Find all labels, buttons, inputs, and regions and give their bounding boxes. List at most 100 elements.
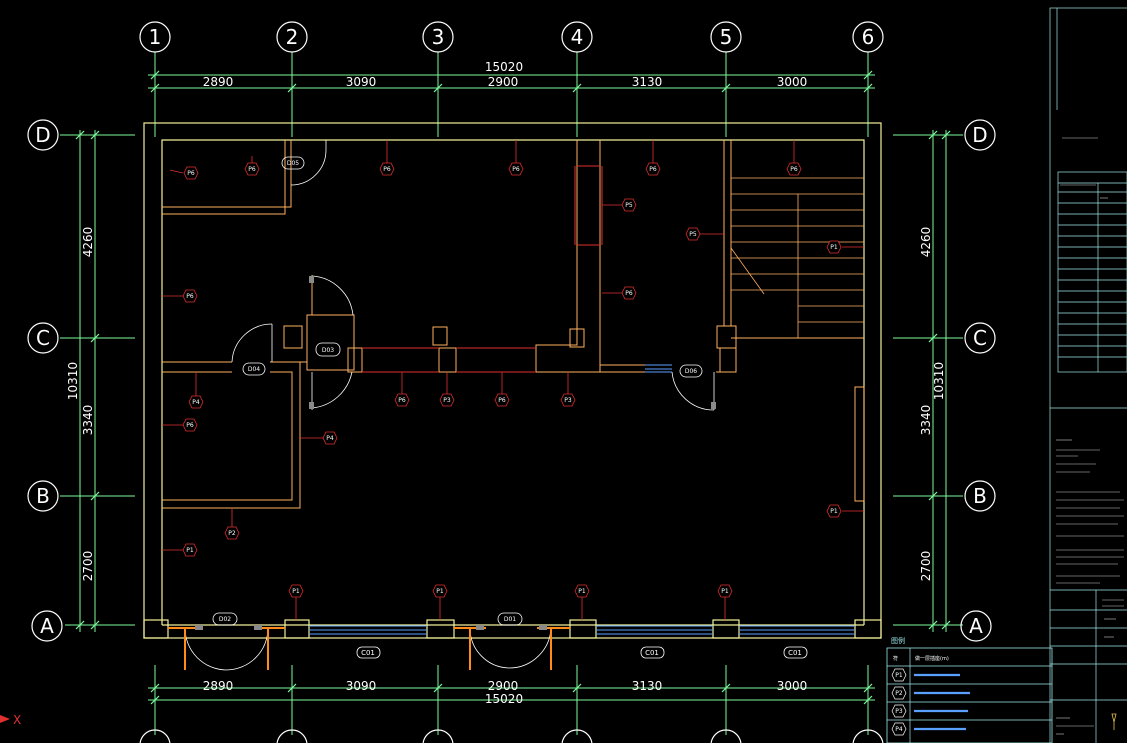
axis-bubbles-bottom	[139, 729, 884, 743]
axis-label-col-1: 1	[149, 25, 162, 49]
power-tag-label: P1	[292, 588, 300, 595]
power-tag: P2	[224, 526, 240, 540]
power-tag-label: P1	[830, 244, 838, 251]
dim-top-3: 2900	[488, 75, 519, 89]
power-tag-label: P6	[649, 166, 657, 173]
power-tag: P6	[182, 289, 198, 303]
power-tag-label: P6	[512, 166, 520, 173]
dim-left-1: 4260	[81, 227, 95, 258]
power-tag: P6	[621, 286, 637, 300]
axis-label-col-4: 4	[571, 25, 584, 49]
ucs-axis-indicator: X	[0, 713, 21, 727]
door-label-d03: D03	[322, 347, 334, 354]
axis-bubbles-right: D C B A	[960, 119, 996, 642]
power-tag: P3	[439, 393, 455, 407]
window-lines	[309, 364, 855, 635]
tag-leaders	[162, 140, 864, 620]
door-label-d01: D01	[504, 616, 516, 623]
power-tag-label: P6	[187, 170, 195, 177]
power-tag: P1	[432, 584, 448, 598]
power-tag-label: P1	[436, 588, 444, 595]
axis-label-col-3: 3	[432, 25, 445, 49]
legend-title: 图例	[891, 636, 905, 645]
dim-top-5: 3000	[777, 75, 808, 89]
dim-bottom-4: 3130	[632, 679, 663, 693]
door-label-d06: D06	[685, 368, 697, 375]
dim-left-total: 10310	[66, 362, 80, 400]
power-tag: P1	[717, 584, 733, 598]
dim-left-2: 3340	[81, 405, 95, 436]
power-tag-label: P6	[186, 293, 194, 300]
power-tag-label: P6	[498, 397, 506, 404]
power-tag: P6	[786, 162, 802, 176]
dim-right-total: 10310	[932, 362, 946, 400]
interior-partitions	[162, 140, 865, 509]
power-tag-label: P2	[228, 530, 236, 537]
power-tag: P3	[560, 393, 576, 407]
power-tag: P6	[379, 162, 395, 176]
dim-top-4: 3130	[632, 75, 663, 89]
window-label-c01-1: C01	[361, 649, 375, 657]
legend-symbol-p2: P2	[895, 690, 903, 697]
door-label-d02: D02	[219, 616, 231, 623]
legend-symbol-p1: P1	[895, 672, 903, 679]
dim-top-1: 2890	[203, 75, 234, 89]
door-frames	[168, 627, 570, 670]
power-tag: P6	[394, 393, 410, 407]
door-hinges	[195, 276, 716, 630]
power-tag: P4	[188, 395, 204, 409]
axis-label-col-2: 2	[286, 25, 299, 49]
axis-label-col-5: 5	[720, 25, 733, 49]
axis-label-col-6: 6	[862, 25, 875, 49]
door-labels: D05 D03 D04 D06 D02 D01	[212, 156, 703, 626]
grid-lines	[60, 52, 963, 735]
power-tag: P4	[322, 431, 338, 445]
dimension-labels-top: 15020 2890 3090 2900 3130 3000	[203, 60, 808, 89]
power-tag: P1	[574, 584, 590, 598]
axis-label-row-A-right: A	[969, 614, 983, 638]
power-tag: P1	[182, 543, 198, 557]
axis-label-row-D-right: D	[972, 123, 987, 147]
dim-top-total: 15020	[485, 60, 523, 74]
power-tag-label: P3	[564, 397, 572, 404]
door-label-d04: D04	[248, 366, 260, 373]
dim-top-2: 3090	[346, 75, 377, 89]
power-tag-label: P1	[830, 508, 838, 515]
power-tag-label: P4	[192, 399, 200, 406]
power-tag-label: P6	[625, 290, 633, 297]
power-tag-label: P5	[689, 231, 697, 238]
axis-bubbles-left: D C B A	[27, 119, 63, 642]
axis-label-row-C-right: C	[973, 326, 987, 350]
power-tag-label: P1	[578, 588, 586, 595]
legend-symbol-p4: P4	[895, 726, 903, 733]
power-tag-label: P4	[326, 435, 334, 442]
dim-bottom-2: 3090	[346, 679, 377, 693]
power-tag: P6	[645, 162, 661, 176]
ucs-x-label: X	[13, 713, 21, 727]
legend: 图例 符 做一层插座(m) P1 P2 P3 P4	[886, 636, 1053, 743]
window-label-c01-3: C01	[788, 649, 802, 657]
power-tag-label: P6	[248, 166, 256, 173]
power-tags: P6 P6 P6 P6 P6 P6 P5 P5	[182, 162, 842, 598]
power-tag: P5	[621, 198, 637, 212]
axis-label-row-B-left: B	[36, 484, 50, 508]
power-tag: P6	[494, 393, 510, 407]
axis-label-row-C-left: C	[36, 326, 50, 350]
axis-bubbles-top: 1 2 3 4 5 6	[139, 21, 884, 53]
power-tag-label: P1	[186, 547, 194, 554]
dim-bottom-1: 2890	[203, 679, 234, 693]
dimension-labels-bottom: 2890 3090 2900 3130 3000 15020	[203, 679, 808, 706]
dim-right-2: 3340	[919, 405, 933, 436]
power-tag: P6	[182, 418, 198, 432]
power-tag-label: P5	[625, 202, 633, 209]
dim-bottom-total: 15020	[485, 692, 523, 706]
dim-left-3: 2700	[81, 551, 95, 582]
power-tag: P1	[826, 240, 842, 254]
power-tag-label: P6	[383, 166, 391, 173]
exterior-walls	[143, 122, 882, 639]
title-block-notes	[1056, 137, 1124, 735]
dimension-ticks	[75, 70, 951, 705]
legend-symbol-p3: P3	[895, 708, 903, 715]
title-block-seal	[1111, 713, 1117, 730]
